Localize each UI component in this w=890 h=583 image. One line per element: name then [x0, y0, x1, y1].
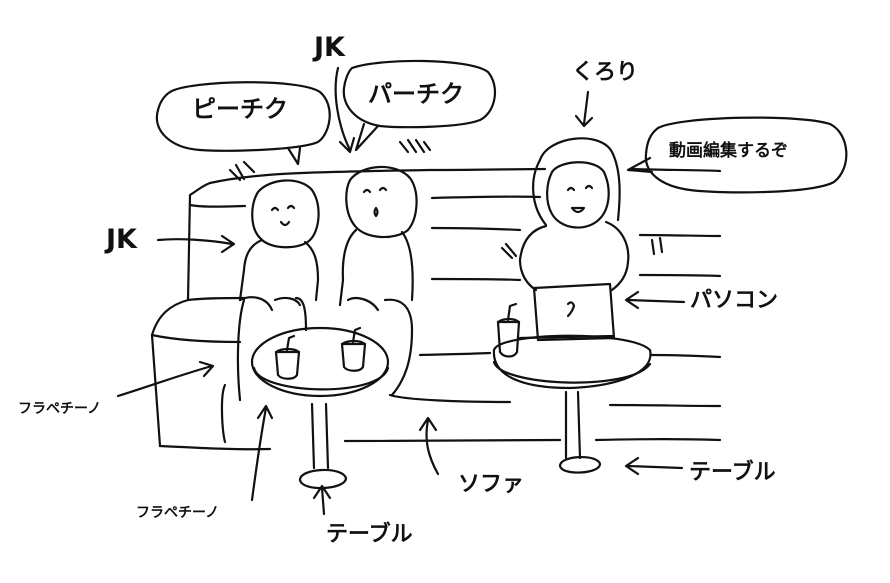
- sofa-drawing: [150, 167, 722, 451]
- annotation-arrows: [116, 66, 686, 516]
- kurori-label: くろり: [572, 60, 639, 85]
- speech-bubble-girl-left-text: ピーチク: [192, 95, 288, 123]
- speech-bubble-girl-right-text: パーチク: [368, 80, 464, 108]
- girl-right-drawing: [338, 138, 432, 397]
- girl-left-drawing: [228, 160, 320, 402]
- table-right-label: テーブル: [689, 460, 776, 485]
- speech-bubbles: [155, 59, 848, 194]
- speech-bubble-kurori-text: 動画編集するぞ: [669, 141, 788, 161]
- pasokon-label: パソコン: [690, 288, 779, 313]
- jk-left-label: JK: [106, 224, 137, 255]
- right-table-drawing: [492, 302, 652, 474]
- frappuccino-bottom-label: フラペチーノ: [136, 505, 220, 521]
- left-table-drawing: [250, 326, 390, 490]
- sofa-label: ソファ: [458, 472, 525, 497]
- table-bottom-label: テーブル: [326, 522, 413, 547]
- jk-top-label: JK: [314, 32, 345, 63]
- frappuccino-left-label: フラペチーノ: [18, 401, 102, 417]
